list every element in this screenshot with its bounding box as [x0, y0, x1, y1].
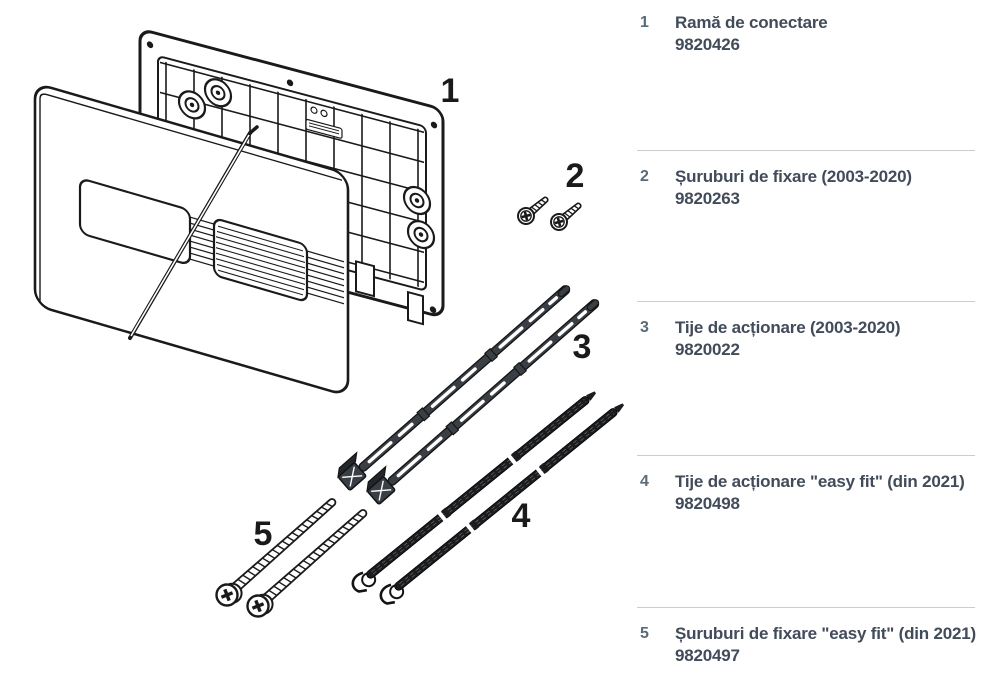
- part-title: Șuruburi de fixare "easy fit" (din 2021): [675, 624, 976, 643]
- part-title: Tije de acționare (2003-2020): [675, 318, 901, 337]
- fixing-screws-easyfit-drawing: [210, 490, 375, 624]
- part-code: 9820263: [675, 189, 740, 208]
- exploded-diagram-area: 1 2 3 4 5: [33, 30, 631, 624]
- part-title: Tije de acționare "easy fit" (din 2021): [675, 472, 965, 491]
- brand-plate-icon: [305, 106, 343, 139]
- exploded-parts-diagram: 1 2 3 4 5: [33, 30, 631, 624]
- actuation-rods-easyfit-drawing: [347, 385, 631, 609]
- actuation-pin-drawing: [128, 125, 259, 340]
- part-code: 9820022: [675, 340, 740, 359]
- parts-list-item: 2 Șuruburi de fixare (2003-2020) 9820263: [637, 150, 975, 210]
- parts-list-item: 1 Ramă de conectare 9820426: [637, 12, 975, 56]
- part-number: 3: [640, 319, 649, 336]
- parts-list-item: 4 Tije de acționare "easy fit" (din 2021…: [637, 455, 975, 515]
- diagram-label-3: 3: [573, 328, 592, 366]
- diagram-label-5: 5: [254, 515, 273, 553]
- diagram-label-1: 1: [441, 72, 460, 110]
- fixing-screws-2003-drawing: [513, 190, 587, 235]
- parts-list-item: 3 Tije de acționare (2003-2020) 9820022: [637, 301, 975, 361]
- flush-plate-drawing: [33, 85, 350, 394]
- part-code: 9820426: [675, 35, 740, 54]
- diagram-callouts: 1 2 3 4 5: [254, 72, 592, 553]
- diagram-label-4: 4: [512, 497, 531, 535]
- part-title: Șuruburi de fixare (2003-2020): [675, 167, 912, 186]
- parts-list: 1 Ramă de conectare 9820426 2 Șuruburi d…: [637, 0, 977, 682]
- part-code: 9820498: [675, 494, 740, 513]
- part-number: 5: [640, 625, 649, 642]
- diagram-label-2: 2: [566, 157, 585, 195]
- part-number: 1: [640, 14, 649, 31]
- actuation-rods-2003-drawing: [333, 274, 605, 506]
- parts-list-item: 5 Șuruburi de fixare "easy fit" (din 202…: [637, 607, 976, 667]
- part-title: Ramă de conectare: [675, 13, 828, 32]
- part-number: 2: [640, 168, 649, 185]
- part-number: 4: [640, 473, 649, 490]
- rod-bushing-icon: [177, 78, 436, 250]
- part-code: 9820497: [675, 646, 740, 665]
